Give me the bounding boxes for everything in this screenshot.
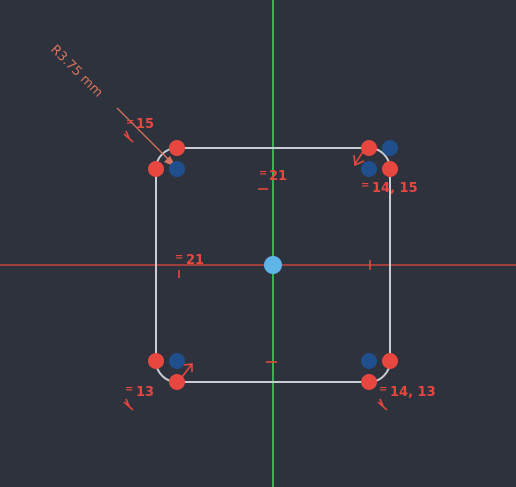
constraint-label-top-center: 21 <box>269 169 287 184</box>
sketch-profile[interactable] <box>155 147 391 383</box>
endpoint-selected[interactable] <box>382 161 398 177</box>
endpoint-selected[interactable] <box>169 140 185 156</box>
radius-dimension-label[interactable]: R3.75 mm <box>47 42 105 100</box>
equal-sign: = <box>259 168 267 179</box>
equal-sign: = <box>361 180 369 191</box>
endpoint-selected[interactable] <box>148 353 164 369</box>
tangent-constraint-icon <box>123 398 134 411</box>
radius-leader-line <box>116 107 173 164</box>
equal-sign: = <box>125 384 133 395</box>
endpoint-selected[interactable] <box>148 161 164 177</box>
constraint-label-left-center: 21 <box>186 253 204 268</box>
tangent-constraint-icon <box>377 398 388 411</box>
constraint-label-bottom-left: 13 <box>136 385 154 400</box>
constraint-markers <box>123 130 388 411</box>
arc-center-point[interactable] <box>169 353 185 369</box>
equal-sign: = <box>175 252 183 263</box>
endpoint-selected[interactable] <box>169 374 185 390</box>
tangent-constraint-icon <box>123 130 134 143</box>
arc-center-point[interactable] <box>361 353 377 369</box>
endpoint-selected[interactable] <box>382 353 398 369</box>
radius-dimension[interactable]: R3.75 mm <box>47 42 176 167</box>
coincident-constraint-icon <box>181 363 193 378</box>
endpoint-selected[interactable] <box>361 374 377 390</box>
equal-sign: = <box>379 384 387 395</box>
arc-center-point[interactable] <box>169 161 185 177</box>
constraint-label-top-left: 15 <box>136 117 154 132</box>
constraint-label-bottom-right: 14, 13 <box>390 385 436 400</box>
constraint-label-top-right: 14, 15 <box>372 181 418 196</box>
origin-point[interactable] <box>264 256 282 274</box>
sketch-points[interactable] <box>148 140 398 390</box>
equal-sign: = <box>126 117 134 128</box>
endpoint-selected[interactable] <box>361 140 377 156</box>
arc-center-point[interactable] <box>361 161 377 177</box>
constraint-labels: = 15 = 21 = 14, 15 = 21 = 13 = 14, 13 <box>125 117 436 400</box>
corner-point[interactable] <box>382 140 398 156</box>
